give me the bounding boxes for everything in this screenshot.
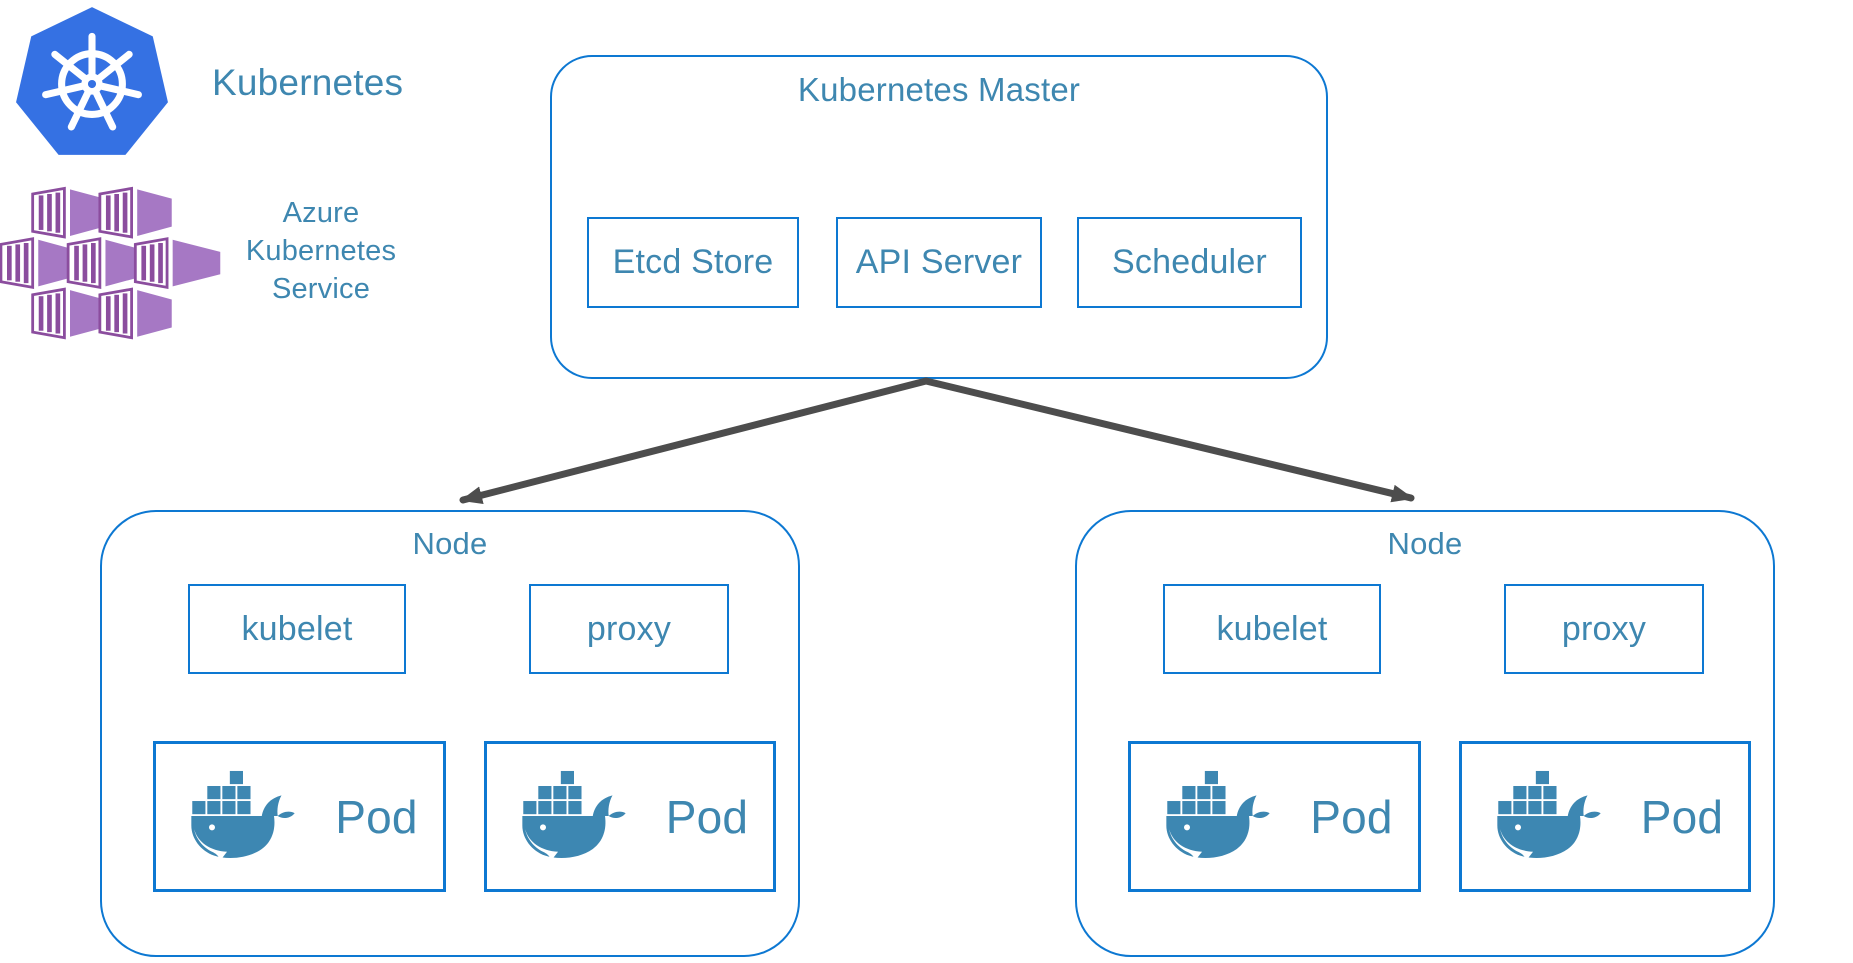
proxy-box: proxy: [1504, 584, 1704, 674]
docker-whale-icon: [191, 770, 295, 860]
pod-box: Pod: [1128, 741, 1421, 892]
docker-whale-icon: [1497, 770, 1601, 860]
kubernetes-master-box: Kubernetes Master Etcd Store API Server …: [550, 55, 1328, 379]
kubernetes-logo-icon: [16, 7, 168, 155]
docker-whale-icon: [1166, 770, 1270, 860]
node-title: Node: [1387, 526, 1463, 561]
aks-label-line: Service: [271, 273, 371, 305]
pod-box: Pod: [153, 741, 446, 892]
pod-label: Pod: [335, 790, 418, 843]
api-server-box: API Server: [836, 217, 1042, 308]
scheduler-box: Scheduler: [1077, 217, 1302, 308]
arrow-master-to-right-node: [922, 377, 1415, 503]
aks-label-line: Azure: [282, 197, 360, 229]
arrow-master-to-left-node: [459, 377, 930, 504]
aks-brand-label: Azure Kubernetes Service: [230, 194, 412, 308]
kubelet-box: kubelet: [1163, 584, 1381, 674]
pod-box: Pod: [484, 741, 776, 892]
pod-label: Pod: [665, 790, 749, 843]
node-box-right: Node kubelet proxy Pod: [1075, 510, 1775, 957]
docker-whale-icon: [522, 770, 626, 860]
node-title: Node: [412, 526, 488, 561]
proxy-box: proxy: [529, 584, 729, 674]
aks-logo-icon: [0, 186, 221, 340]
node-box-left: Node kubelet proxy Pod: [100, 510, 800, 957]
pod-box: Pod: [1459, 741, 1751, 892]
kubernetes-brand-label: Kubernetes: [212, 62, 404, 103]
etcd-store-box: Etcd Store: [587, 217, 799, 308]
kubelet-box: kubelet: [188, 584, 406, 674]
master-title: Kubernetes Master: [797, 71, 1081, 108]
aks-label-line: Kubernetes: [245, 235, 397, 267]
pod-label: Pod: [1310, 790, 1393, 843]
pod-label: Pod: [1640, 790, 1724, 843]
